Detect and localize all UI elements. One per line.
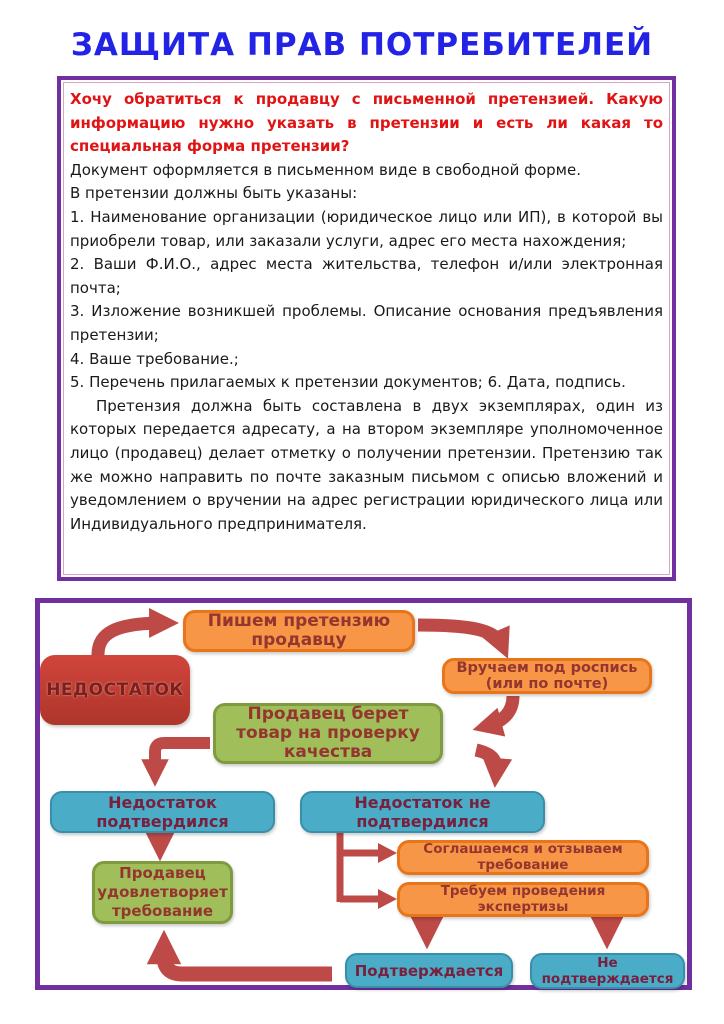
arrow-takes-to-confirmed [141,737,210,787]
page-title: ЗАЩИТА ПРАВ ПОТРЕБИТЕЛЕЙ [70,27,654,63]
branch-to-agree-head [378,843,397,863]
body-paragraph: 1. Наименование организации (юридическое… [70,207,663,250]
body-paragraph: Документ оформляется в письменном виде в… [70,160,581,179]
flow-node-seller-satisfies: Продавец удовлетворяет требование [92,861,233,924]
flow-node-demand-expertise: Требуем проведения экспертизы [397,882,649,917]
arrow-deliver-to-takes [472,695,520,737]
flow-node-seller-takes: Продавец берет товар на проверку качеств… [213,703,443,764]
body-paragraph: 2. Ваши Ф.И.О., адрес места жительства, … [70,255,663,297]
flow-node-not-confirmed: Недостаток не подтвердился [300,791,545,833]
flow-node-confirmed: Недостаток подтвердился [50,791,275,833]
body-paragraph: В претензии должны быть указаны: [70,184,358,203]
flow-node-write-claim: Пишем претензию продавцу [183,610,415,652]
question-paragraph: Хочу обратиться к продавцу с письменной … [70,90,663,156]
arrow-return-to-satisfies [146,929,332,982]
body-paragraph: 4. Ваше требование.; [70,349,239,368]
branch-to-expertise-head [378,889,397,909]
claim-flowchart: НЕДОСТАТОК Пишем претензию продавцу Вруч… [35,598,692,990]
body-paragraph: Претензия должна быть составлена в двух … [70,396,663,533]
body-paragraph: 5. Перечень прилагаемых к претензии доку… [70,373,626,392]
flow-node-expertise-confirmed: Подтверждается [345,953,513,988]
qa-text-box: Хочу обратиться к продавцу с письменной … [57,76,676,581]
flow-node-defect: НЕДОСТАТОК [40,655,190,725]
arrow-takes-to-notconfirmed [474,743,513,788]
arrow-write-to-deliver [417,618,510,659]
flow-node-expertise-not-confirmed: Не подтверждается [530,953,685,989]
body-paragraph: 3. Изложение возникшей проблемы. Описани… [70,302,663,344]
flow-node-agree-withdraw: Соглашаемся и отзываем требование [397,840,649,875]
flow-arrows [91,608,626,982]
arrow-defect-to-write [91,608,179,658]
flow-node-deliver: Вручаем под роспись (или по почте) [442,658,652,694]
